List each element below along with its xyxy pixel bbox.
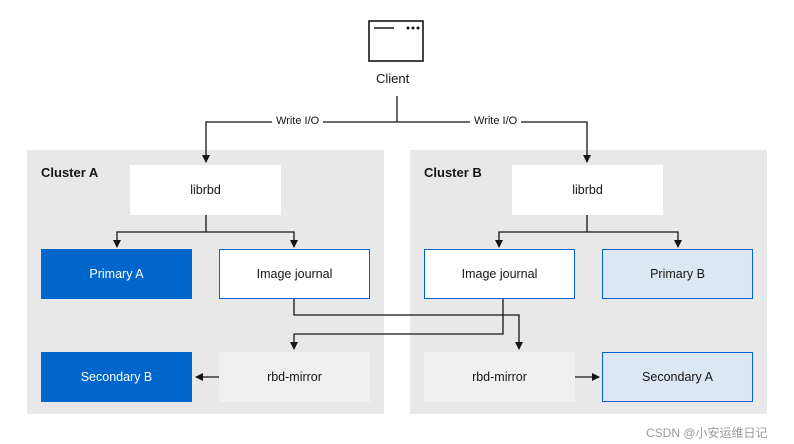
- client-window-icon: [368, 20, 424, 62]
- write-io-left-line: [202, 121, 397, 163]
- journal-b-to-mirror-a: [290, 299, 504, 350]
- client-label: Client: [376, 71, 410, 86]
- cluster-a-primary-box: Primary A: [41, 249, 192, 299]
- write-io-right-line: [397, 121, 591, 163]
- librbd-a-to-journal: [206, 231, 298, 248]
- librbd-b-to-primary: [587, 231, 682, 248]
- cluster-a-librbd: librbd: [130, 165, 281, 215]
- cluster-b-primary-box: Primary B: [602, 249, 753, 299]
- cluster-b-image-journal: Image journal: [424, 249, 575, 299]
- write-io-right-label: Write I/O: [470, 115, 522, 127]
- journal-a-to-mirror-b: [293, 299, 523, 350]
- librbd-b-to-journal: [495, 231, 587, 248]
- cluster-a-rbd-mirror: rbd-mirror: [219, 352, 370, 402]
- cluster-a-title: Cluster A: [41, 165, 99, 180]
- cluster-b-rbd-mirror: rbd-mirror: [424, 352, 575, 402]
- watermark-text: CSDN @小安运维日记: [646, 426, 768, 440]
- write-io-left-label: Write I/O: [272, 115, 324, 127]
- cluster-a-secondary-box: Secondary B: [41, 352, 192, 402]
- librbd-a-to-primary: [113, 231, 206, 248]
- cluster-b-secondary-box: Secondary A: [602, 352, 753, 402]
- cluster-a-image-journal: Image journal: [219, 249, 370, 299]
- cluster-b-title: Cluster B: [424, 165, 482, 180]
- cluster-b-librbd: librbd: [512, 165, 663, 215]
